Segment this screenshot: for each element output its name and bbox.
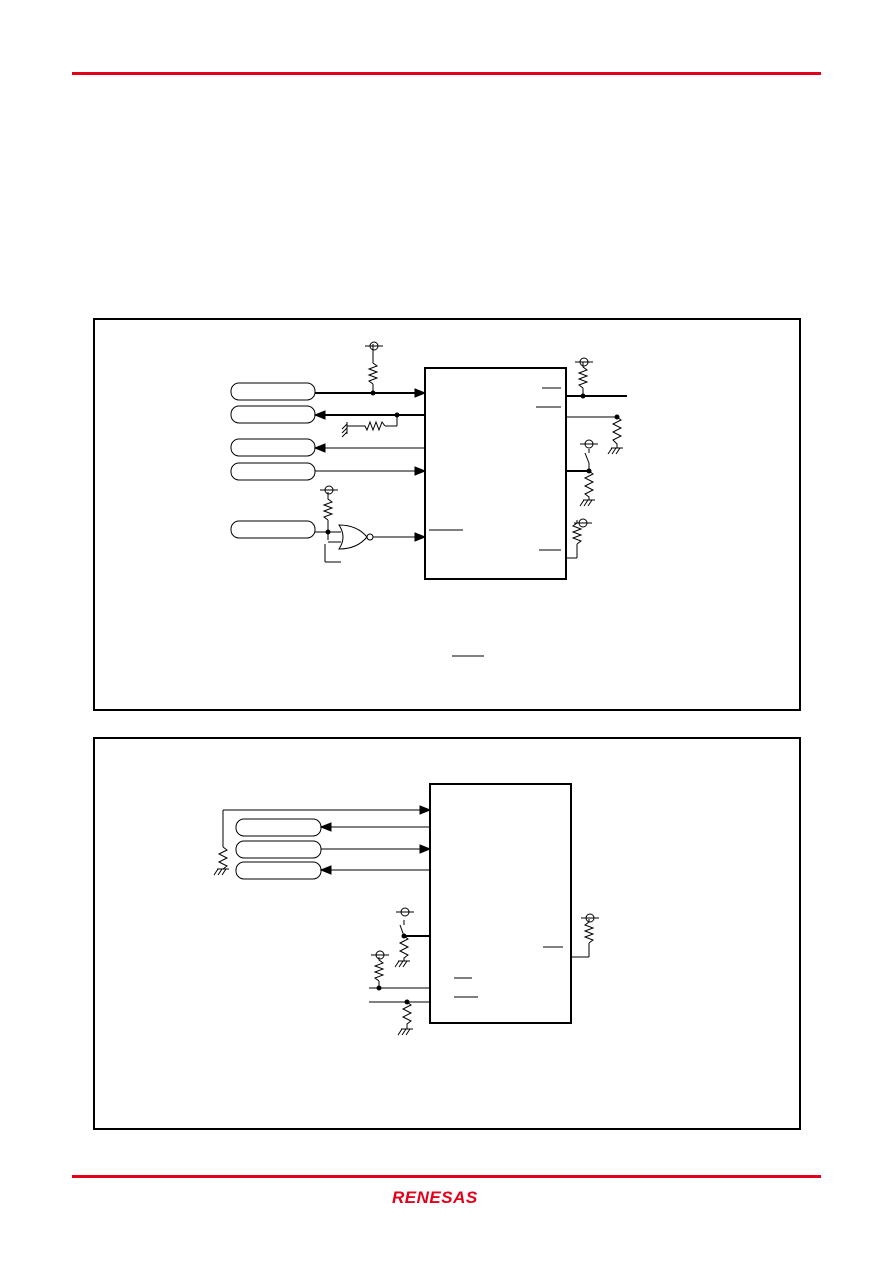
signal-capsule-2 (230, 405, 316, 424)
circuit-diagram-2 (213, 783, 599, 1036)
mcu-block (429, 783, 572, 1024)
pull-down-resistor-icon (355, 420, 386, 432)
pull-down-resistor-icon (398, 935, 410, 961)
diagram-frame-1 (93, 318, 801, 711)
nor-gate-icon (338, 524, 368, 550)
ground-icon (607, 447, 623, 455)
pull-up-resistor-icon (571, 520, 583, 545)
ground-icon (397, 1028, 413, 1036)
pull-down-resistor-icon (611, 416, 623, 448)
footer-rule (72, 1175, 821, 1178)
pull-up-resistor-icon (577, 362, 589, 389)
pull-down-resistor-icon (217, 846, 229, 870)
logo-text: RENESAS (392, 1188, 478, 1207)
switch-icon (399, 924, 405, 937)
ground-icon (341, 422, 348, 438)
circuit-diagram-1 (230, 341, 627, 657)
diagram-frame-2 (93, 737, 801, 1130)
switch-icon (584, 452, 590, 464)
signal-capsule-3 (235, 861, 322, 880)
renesas-logo: RENESAS (392, 1188, 500, 1210)
signal-capsule-4 (230, 462, 316, 481)
header-rule (72, 72, 821, 75)
pull-up-resistor-icon (367, 354, 379, 385)
pull-up-resistor-icon (322, 492, 334, 521)
signal-capsule-3 (230, 438, 316, 457)
pull-up-resistor-icon (583, 919, 595, 944)
ground-icon (213, 868, 229, 876)
pull-up-resistor-icon (373, 957, 385, 982)
pull-down-resistor-icon (401, 1001, 413, 1029)
signal-capsule-1 (235, 818, 322, 837)
ground-icon (579, 499, 595, 507)
mcu-block (424, 367, 567, 580)
pull-down-resistor-icon (583, 470, 595, 500)
signal-capsule-1 (230, 382, 316, 401)
ground-icon (394, 960, 410, 968)
signal-capsule-5 (230, 520, 316, 539)
signal-capsule-2 (235, 840, 322, 859)
